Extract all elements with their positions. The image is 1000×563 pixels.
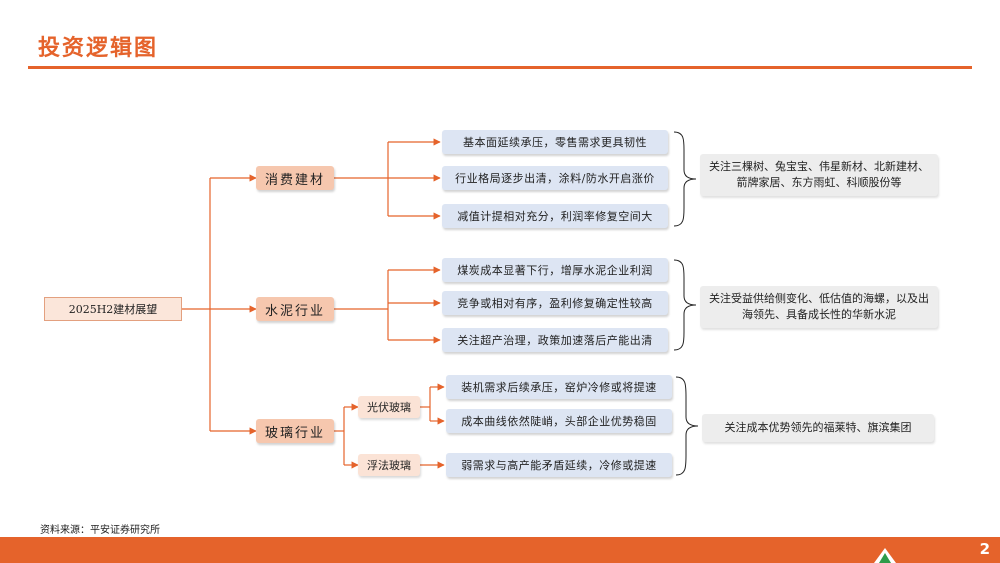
brand-logo-icon bbox=[874, 548, 896, 563]
focus-glass: 关注成本优势领先的福莱特、旗滨集团 bbox=[702, 414, 934, 442]
footer-bar bbox=[0, 537, 1000, 563]
point-cement-2: 竞争或相对有序，盈利修复确定性较高 bbox=[442, 291, 668, 315]
title-divider bbox=[28, 66, 972, 69]
point-consumer-3: 减值计提相对充分，利润率修复空间大 bbox=[442, 204, 668, 228]
brace-consumer bbox=[673, 131, 697, 227]
brace-glass bbox=[675, 376, 699, 476]
point-pv-glass-2: 成本曲线依然陡峭，头部企业优势稳固 bbox=[446, 409, 672, 433]
point-float-glass-1: 弱需求与高产能矛盾延续，冷修或提速 bbox=[446, 453, 672, 477]
point-cement-1: 煤炭成本显著下行，增厚水泥企业利润 bbox=[442, 258, 668, 282]
sub-pv-glass: 光伏玻璃 bbox=[358, 396, 420, 418]
point-consumer-2: 行业格局逐步出清，涂料/防水开启涨价 bbox=[442, 166, 668, 190]
point-consumer-1: 基本面延续承压，零售需求更具韧性 bbox=[442, 130, 668, 154]
brace-cement bbox=[673, 259, 697, 351]
category-glass: 玻璃行业 bbox=[256, 419, 334, 443]
page-number: 2 bbox=[979, 540, 990, 558]
root-node: 2025H2建材展望 bbox=[44, 297, 182, 321]
sub-float-glass: 浮法玻璃 bbox=[358, 454, 420, 476]
page-title: 投资逻辑图 bbox=[38, 36, 159, 61]
focus-cement: 关注受益供给侧变化、低估值的海螺，以及出海领先、具备成长性的华新水泥 bbox=[700, 286, 938, 328]
point-pv-glass-1: 装机需求后续承压，窑炉冷修或将提速 bbox=[446, 375, 672, 399]
category-consumer-building-materials: 消费建材 bbox=[256, 166, 334, 190]
focus-consumer: 关注三棵树、兔宝宝、伟星新材、北新建材、箭牌家居、东方雨虹、科顺股份等 bbox=[700, 154, 938, 196]
point-cement-3: 关注超产治理，政策加速落后产能出清 bbox=[442, 328, 668, 352]
category-cement: 水泥行业 bbox=[256, 297, 334, 321]
source-note: 资料来源：平安证券研究所 bbox=[40, 525, 160, 536]
